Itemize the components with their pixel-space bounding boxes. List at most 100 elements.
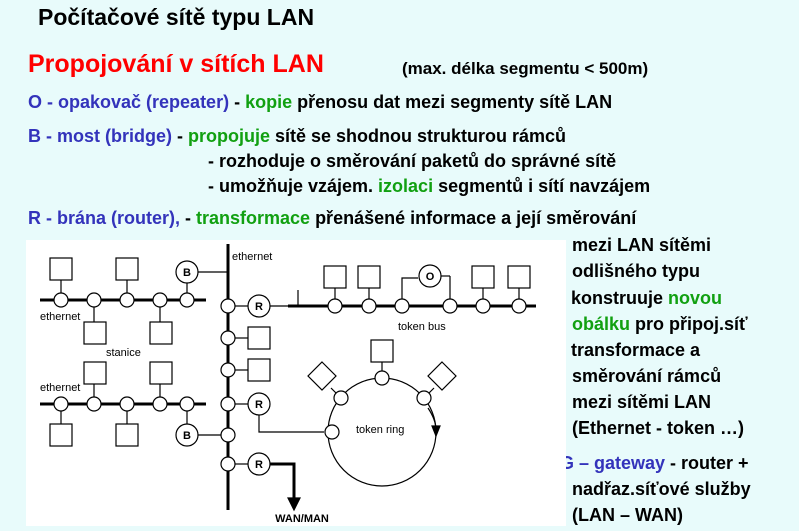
repeater-sep: - [229, 92, 246, 112]
bridge-l3-text: segmentů i sítí navzájem [433, 176, 651, 196]
station-box [357, 265, 381, 289]
bridge-label: B [183, 267, 191, 279]
tap-circle [119, 396, 135, 412]
bridge-key: B - most (bridge) [28, 126, 172, 146]
label-token-ring: token ring [356, 424, 404, 436]
station-box [115, 257, 139, 281]
router-link [258, 415, 324, 433]
repeater-keyword: kopie [245, 92, 293, 112]
tap-circle [416, 390, 432, 406]
station-box [149, 321, 173, 345]
bridge-line-2: - rozhoduje o směrování paketů do správn… [208, 151, 617, 171]
router-cont-5: - transformace a [560, 340, 701, 360]
wan-arrow [287, 497, 301, 512]
gateway-line: G – gateway - router + [560, 453, 749, 474]
label-ethernet-left1: ethernet [40, 311, 80, 323]
tap-circle [220, 396, 236, 412]
tap-circle [327, 298, 343, 314]
tap-circle [220, 427, 236, 443]
router-sep: - [180, 208, 197, 228]
lan-diagram: ethernet ethernet ethernet stanice token… [26, 240, 566, 526]
router-cont-6: směrování rámců [572, 366, 722, 386]
station-box [471, 265, 495, 289]
router-c4-text: pro připoj.síť [630, 314, 748, 334]
gateway-text: - router + [665, 453, 749, 473]
router-label: R [255, 399, 263, 411]
router-keyword: transformace [196, 208, 311, 228]
label-token-bus: token bus [398, 321, 446, 333]
gateway-line-3: (LAN – WAN) [572, 505, 683, 525]
repeater-text: přenosu dat mezi segmenty sítě LAN [292, 92, 613, 112]
tap-circle [152, 396, 168, 412]
label-stanice: stanice [106, 347, 141, 359]
repeater-key: O - opakovač (repeater) [28, 92, 230, 112]
repeater-link [401, 277, 418, 299]
tap-circle [511, 298, 527, 314]
tap-circle [220, 456, 236, 472]
tap-circle [86, 396, 102, 412]
tap-circle [475, 298, 491, 314]
router-cont-2: odlišného typu [572, 261, 700, 281]
label-ethernet-top: ethernet [232, 251, 272, 263]
tap-circle [333, 390, 349, 406]
bridge-sep: - [172, 126, 188, 146]
repeater-line: O - opakovač (repeater) - kopie přenosu … [28, 92, 612, 113]
bridge-label: B [183, 430, 191, 442]
bridge-l3-pre: - umožňuje vzájem. [208, 176, 379, 196]
wan-link [270, 462, 296, 502]
router-c3-keyword: novou [668, 288, 723, 308]
tap-circle [179, 292, 195, 308]
station-box [247, 326, 271, 350]
label-ethernet-left2: ethernet [40, 382, 80, 394]
tap-circle [220, 298, 236, 314]
bridge-text: sítě se shodnou strukturou rámců [270, 126, 567, 146]
tap-circle [220, 362, 236, 378]
router-key: R - brána (router), [28, 208, 181, 228]
station-box [323, 265, 347, 289]
station-box [247, 358, 271, 382]
tap-circle [152, 292, 168, 308]
station-diamond [307, 361, 337, 391]
gateway-key: G – gateway [560, 453, 666, 473]
router-cont-1: mezi LAN sítěmi [572, 235, 712, 255]
station-box [507, 265, 531, 289]
tap-circle [324, 424, 340, 440]
station-box [149, 361, 173, 385]
bridge-line-3: - umožňuje vzájem. izolaci segmentů i sí… [208, 176, 650, 197]
station-box [370, 339, 394, 363]
router-label: R [255, 301, 263, 313]
station-box [115, 423, 139, 447]
repeater-label: O [426, 271, 435, 283]
router-cont-8: (Ethernet - token …) [572, 418, 745, 438]
router-c3-pre: - konstruuje [560, 288, 669, 308]
router-text: přenášené informace a její směrování [310, 208, 637, 228]
subtitle-note: (max. délka segmentu < 500m) [402, 59, 649, 78]
router-c4-keyword: obálku [572, 314, 631, 334]
tap-circle [442, 298, 458, 314]
lan-diagram-svg: ethernet ethernet ethernet stanice token… [40, 244, 536, 525]
station-box [49, 423, 73, 447]
tap-circle [179, 396, 195, 412]
tap-circle [394, 298, 410, 314]
tap-circle [53, 292, 69, 308]
station-link [428, 387, 435, 394]
subtitle: Propojování v sítích LAN [28, 50, 324, 78]
station-diamond [427, 361, 457, 391]
router-label: R [255, 459, 263, 471]
router-line: R - brána (router), - transformace přená… [28, 208, 636, 229]
gateway-line-2: nadřaz.síťové služby [572, 479, 751, 499]
station-box [83, 321, 107, 345]
bridge-l3-keyword: izolaci [378, 176, 434, 196]
bridge-keyword: propojuje [188, 126, 270, 146]
station-link [330, 387, 337, 394]
tap-circle [361, 298, 377, 314]
station-box [83, 361, 107, 385]
router-cont-3: - konstruuje novou [560, 288, 722, 309]
router-cont-4: obálku pro připoj.síť [572, 314, 748, 335]
tap-circle [86, 292, 102, 308]
tap-circle [53, 396, 69, 412]
station-box [49, 257, 73, 281]
label-wan: WAN/MAN [275, 513, 329, 525]
bridge-line: B - most (bridge) - propojuje sítě se sh… [28, 126, 566, 147]
router-cont-7: mezi sítěmi LAN [572, 392, 712, 412]
